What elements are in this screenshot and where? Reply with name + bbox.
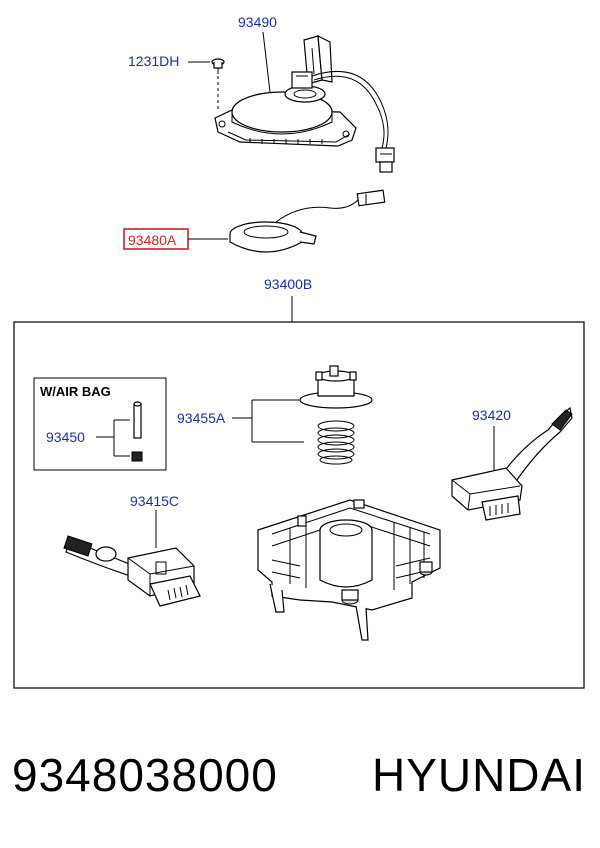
- part-number: 9348038000: [12, 749, 278, 801]
- air-bag-inset: [33, 377, 167, 471]
- label-spring-set: 93455A: [177, 410, 226, 426]
- label-screw: 1231DH: [128, 53, 179, 69]
- label-switch-assembly: 93400B: [264, 276, 312, 292]
- spring-set-part: [232, 365, 373, 465]
- assembly-frame: [13, 321, 585, 689]
- switch-body-part: [257, 499, 441, 641]
- label-wiper-switch: 93420: [472, 407, 511, 423]
- footer: 9348038000 HYUNDAI: [0, 748, 600, 818]
- light-switch-part: [63, 510, 201, 607]
- pad-assembly: [229, 189, 386, 253]
- label-clock-spring: 93490: [238, 14, 277, 30]
- label-air-bag-title: W/AIR BAG: [40, 384, 111, 399]
- label-air-bag-part: 93450: [46, 429, 85, 445]
- screw-part: [211, 58, 225, 112]
- wiper-switch-part: [451, 406, 573, 521]
- label-pad: 93480A: [128, 232, 177, 248]
- clock-spring-assembly: [214, 34, 395, 173]
- label-light-switch: 93415C: [130, 493, 179, 509]
- leader-clock-spring: [262, 31, 271, 93]
- brand-name: HYUNDAI: [371, 749, 586, 801]
